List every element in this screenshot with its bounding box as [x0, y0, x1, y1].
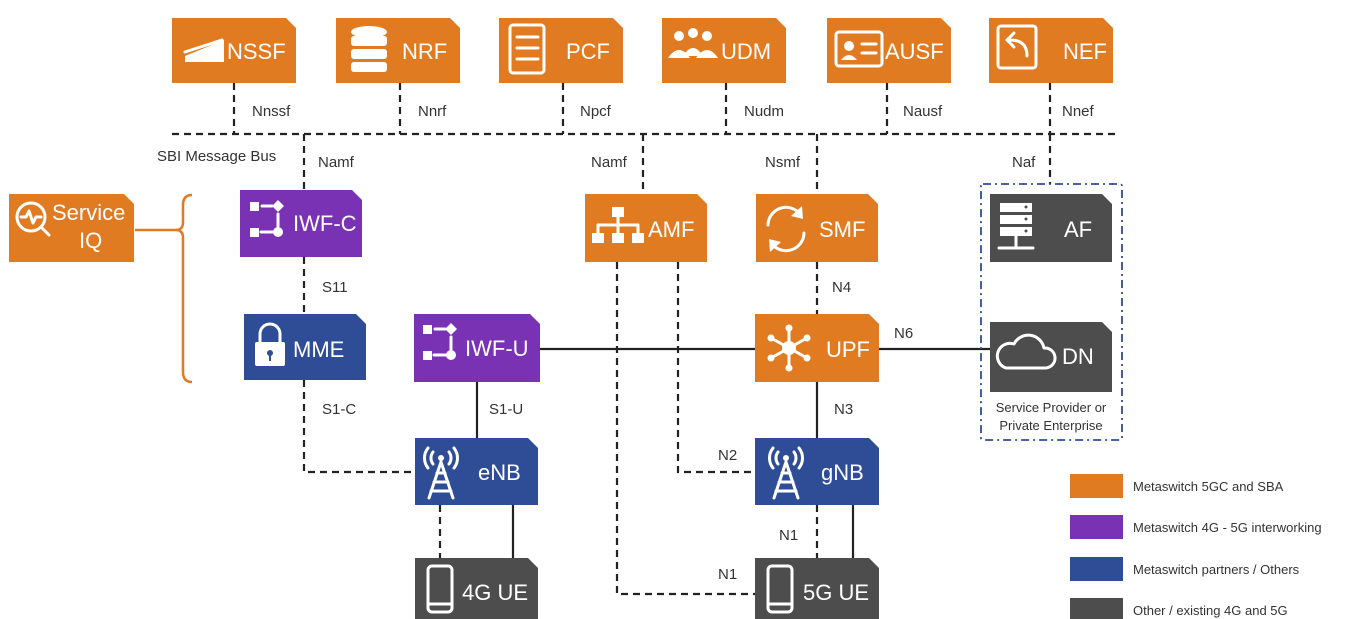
node-iwf-u[interactable]: IWF-U — [414, 314, 540, 382]
nausf-label: Nausf — [903, 103, 943, 120]
s1u-label: S1-U — [489, 401, 523, 418]
node-smf[interactable]: SMF — [756, 194, 878, 262]
s11-label: S11 — [322, 279, 348, 296]
antenna-tower-icon — [423, 446, 459, 500]
antenna-tower-icon — [768, 446, 804, 500]
nudm-label: Nudm — [744, 103, 784, 120]
n3-label: N3 — [834, 401, 853, 418]
legend-swatch-blue — [1070, 557, 1123, 581]
legend-label-1: Metaswitch 5GC and SBA — [1133, 479, 1284, 494]
n1-bottom-label: N1 — [718, 566, 737, 583]
smf-label: SMF — [819, 217, 865, 242]
nsmf-label: Nsmf — [765, 154, 801, 171]
database-icon — [351, 26, 387, 72]
iwf-u-label: IWF-U — [465, 336, 529, 361]
namf-left-label: Namf — [318, 154, 355, 171]
amf-label: AMF — [648, 217, 694, 242]
enb-label: eNB — [478, 460, 521, 485]
sbi-bus-label: SBI Message Bus — [157, 148, 276, 165]
nnrf-label: Nnrf — [418, 103, 447, 120]
node-amf[interactable]: AMF — [585, 194, 707, 262]
hub-icon — [767, 324, 811, 372]
users-group-icon — [668, 28, 718, 58]
cloud-icon — [995, 333, 1057, 370]
magnifier-pulse-icon — [15, 201, 51, 237]
node-5g-ue[interactable]: 5G UE — [755, 558, 879, 619]
lock-icon — [255, 322, 285, 366]
dn-label: DN — [1062, 344, 1094, 369]
node-4g-ue[interactable]: 4G UE — [415, 558, 538, 619]
s1c-line — [302, 380, 415, 474]
5g-ue-label: 5G UE — [803, 580, 869, 605]
naf-label: Naf — [1012, 154, 1036, 171]
n2-label: N2 — [718, 447, 737, 464]
node-gnb[interactable]: gNB — [755, 438, 879, 505]
iwf-c-label: IWF-C — [293, 211, 357, 236]
legend: Metaswitch 5GC and SBA Metaswitch 4G - 5… — [1070, 474, 1322, 619]
ausf-label: AUSF — [885, 39, 944, 64]
service-provider-boundary — [980, 183, 1123, 441]
node-upf[interactable]: UPF — [755, 314, 879, 382]
legend-label-3: Metaswitch partners / Others — [1133, 562, 1300, 577]
nssf-label: NSSF — [227, 39, 286, 64]
cake-slice-icon — [183, 38, 224, 62]
s1c-label: S1-C — [322, 401, 356, 418]
legend-label-2: Metaswitch 4G - 5G interworking — [1133, 520, 1322, 535]
namf-mid-label: Namf — [591, 154, 628, 171]
share-arrow-icon — [996, 24, 1038, 70]
n1-top-label: N1 — [779, 527, 798, 544]
node-nssf[interactable]: NSSF — [172, 18, 296, 83]
service-iq-brace — [175, 193, 193, 384]
node-ausf[interactable]: AUSF — [827, 18, 951, 83]
checklist-icon — [508, 23, 546, 75]
dn-caption-line1: Service Provider or — [996, 400, 1107, 415]
connectors — [135, 83, 1115, 596]
node-udm[interactable]: UDM — [662, 18, 786, 83]
node-dn[interactable]: DN — [990, 322, 1112, 392]
service-iq-label-line2: IQ — [79, 228, 102, 253]
id-card-icon — [834, 30, 884, 68]
mme-label: MME — [293, 337, 344, 362]
phone-icon — [766, 564, 794, 614]
n2-line — [676, 262, 755, 474]
refresh-icon — [766, 205, 806, 253]
nef-label: NEF — [1063, 39, 1107, 64]
node-nrf[interactable]: NRF — [336, 18, 460, 83]
flow-icon — [250, 200, 284, 237]
interface-labels: Nnssf Nnrf Npcf Nudm Nausf Nnef SBI Mess… — [157, 103, 1095, 583]
n6-label: N6 — [894, 325, 913, 342]
hierarchy-icon — [592, 207, 644, 243]
pcf-label: PCF — [566, 39, 610, 64]
npcf-label: Npcf — [580, 103, 612, 120]
node-service-iq[interactable]: Service IQ — [9, 194, 134, 262]
server-icon — [997, 203, 1035, 250]
node-pcf[interactable]: PCF — [499, 18, 623, 83]
node-iwf-c[interactable]: IWF-C — [240, 190, 362, 257]
nnef-label: Nnef — [1062, 103, 1095, 120]
legend-label-4: Other / existing 4G and 5G — [1133, 603, 1288, 618]
n4-label: N4 — [832, 279, 851, 296]
phone-icon — [426, 564, 454, 614]
node-nef[interactable]: NEF — [989, 18, 1113, 83]
legend-swatch-orange — [1070, 474, 1123, 498]
node-mme[interactable]: MME — [244, 314, 366, 380]
nnssf-label: Nnssf — [252, 103, 291, 120]
legend-swatch-gray — [1070, 598, 1123, 619]
4g-ue-label: 4G UE — [462, 580, 528, 605]
legend-swatch-purple — [1070, 515, 1123, 539]
af-label: AF — [1064, 217, 1092, 242]
n1-amf-line — [615, 262, 755, 596]
flow-icon — [423, 323, 457, 360]
gnb-label: gNB — [821, 460, 864, 485]
service-iq-label-line1: Service — [52, 200, 125, 225]
dn-caption-line2: Private Enterprise — [999, 418, 1102, 433]
node-enb[interactable]: eNB — [415, 438, 538, 505]
upf-label: UPF — [826, 337, 870, 362]
nrf-label: NRF — [402, 39, 447, 64]
node-af[interactable]: AF — [990, 194, 1112, 262]
udm-label: UDM — [721, 39, 771, 64]
